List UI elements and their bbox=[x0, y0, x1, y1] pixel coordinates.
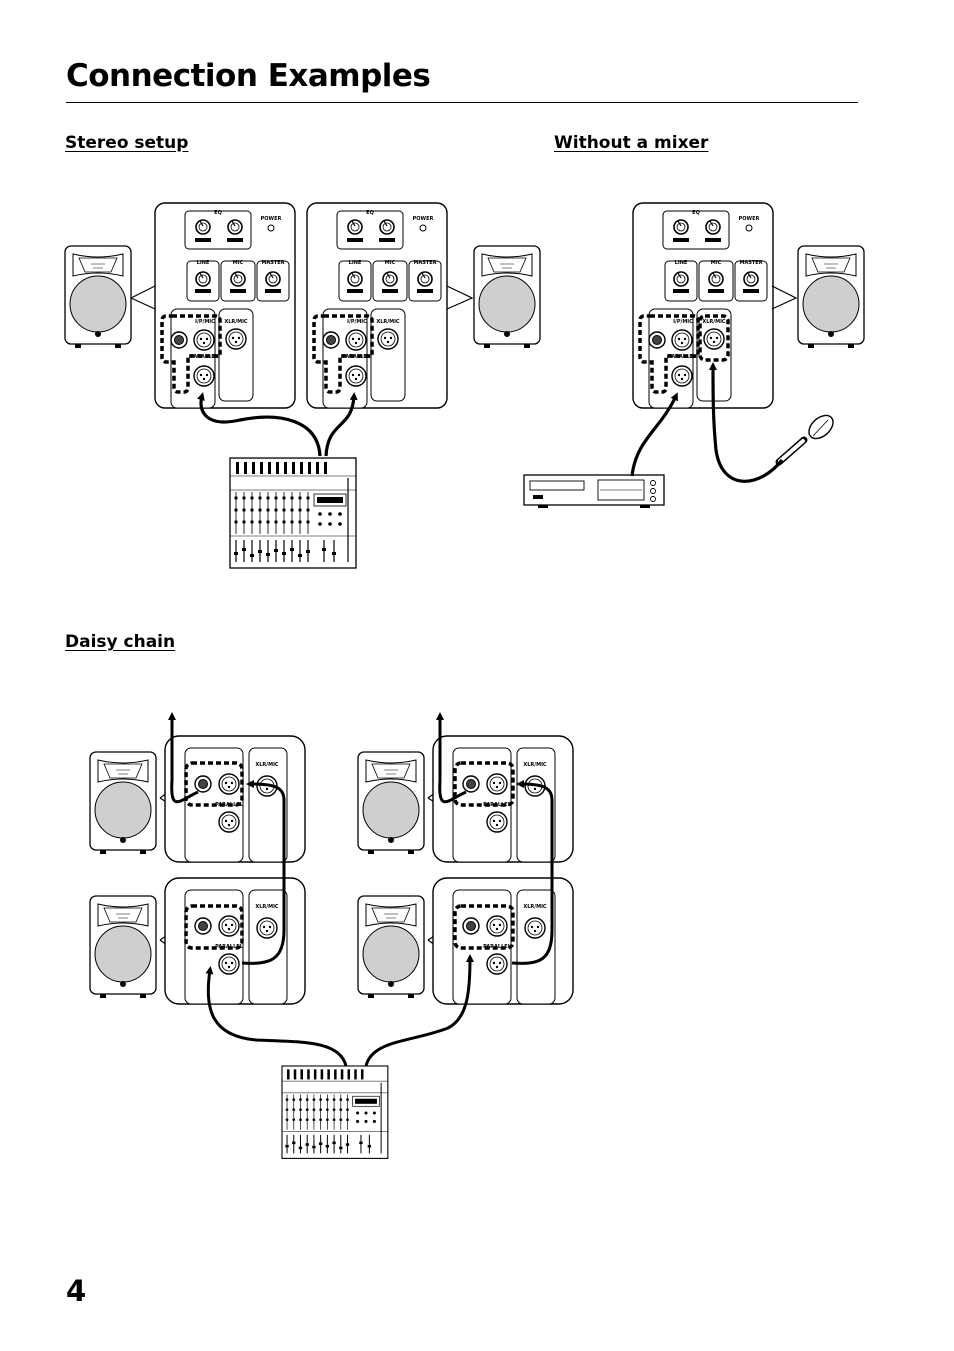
page-number: 4 bbox=[66, 1274, 87, 1308]
rear-panel-right bbox=[307, 203, 447, 408]
speaker-icon bbox=[797, 245, 865, 349]
cd-player-icon bbox=[523, 474, 665, 508]
title-rule bbox=[66, 102, 858, 103]
without-mixer-diagram bbox=[523, 203, 865, 508]
section-heading-stereo-setup: Stereo setup bbox=[65, 133, 189, 153]
mixer-icon bbox=[229, 457, 357, 569]
speaker-icon bbox=[473, 245, 541, 349]
daisy-chain-diagram bbox=[89, 712, 573, 1159]
speaker-icon bbox=[89, 895, 157, 999]
mixer-icon bbox=[281, 1065, 389, 1159]
rear-panel-left bbox=[155, 203, 295, 408]
speaker-icon bbox=[357, 751, 425, 855]
section-heading-without-mixer: Without a mixer bbox=[554, 133, 709, 153]
rear-panel bbox=[633, 203, 773, 408]
microphone-icon bbox=[775, 414, 834, 466]
speaker-icon bbox=[89, 751, 157, 855]
page-title: Connection Examples bbox=[66, 58, 431, 94]
stereo-setup-diagram bbox=[64, 203, 541, 569]
speaker-icon bbox=[357, 895, 425, 999]
section-heading-daisy-chain: Daisy chain bbox=[65, 632, 176, 652]
speaker-icon bbox=[64, 245, 132, 349]
